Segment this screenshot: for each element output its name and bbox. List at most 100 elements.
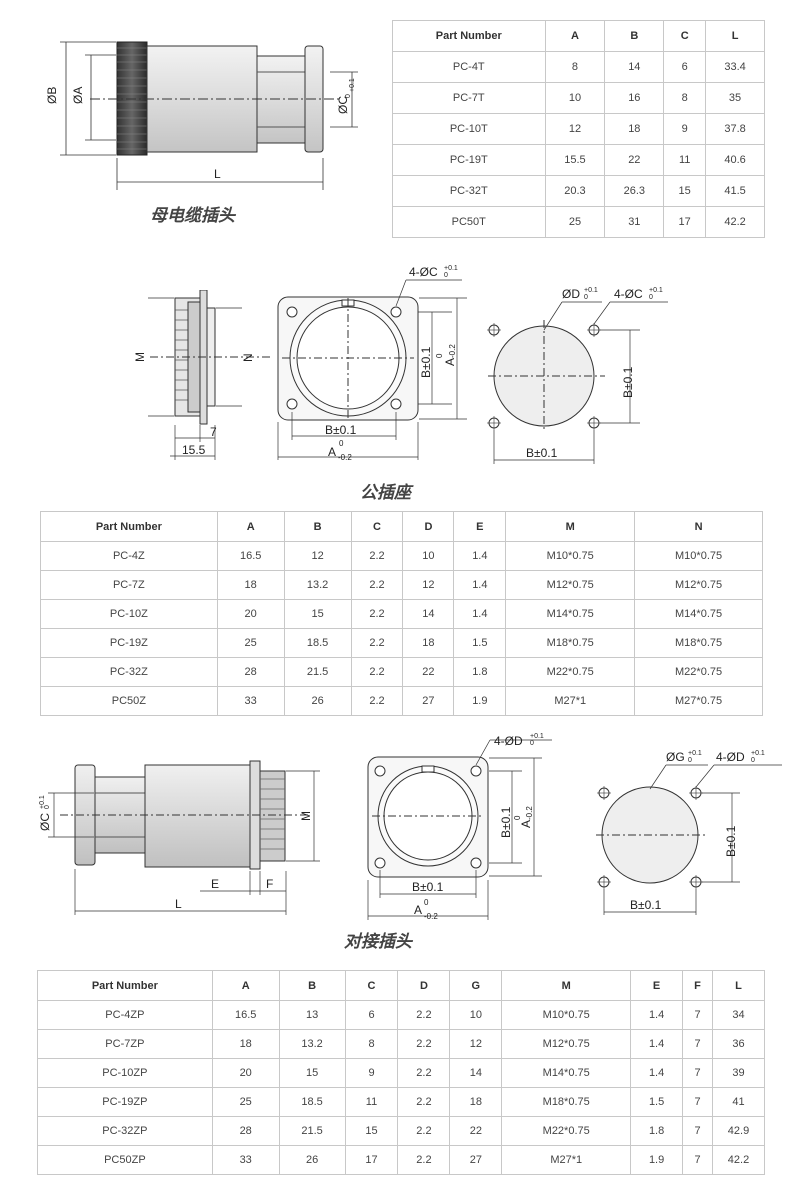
part-number-cell: PC-19ZP	[37, 1087, 213, 1117]
dim-mating-b-horizontal: B±0.1	[412, 880, 444, 894]
dim-m: M	[133, 352, 147, 362]
dim-mating-a-horizontal: A	[414, 903, 422, 917]
col-a: A	[211, 970, 280, 1001]
part-number-cell: PC-19T	[392, 144, 546, 176]
part-number-cell: PC-32ZP	[37, 1116, 213, 1146]
male-socket-panel-cutout: ØD +0.1 0 4-ØC +0.1 0 B±0.1 B±0.1	[487, 287, 668, 464]
mating-plug-side-view: ØC +0.1 0 M E F L	[38, 760, 320, 915]
table-cell: 21.5	[278, 1116, 346, 1146]
male-socket-caption: 公插座	[360, 483, 411, 503]
table-cell: M14*0.75	[505, 599, 636, 629]
dim-length: L	[214, 167, 221, 181]
table-cell: 17	[663, 206, 707, 238]
table-cell: 27	[402, 686, 455, 716]
table-cell: 18	[604, 113, 665, 145]
table-cell: 41	[712, 1087, 765, 1117]
table-cell: 34	[712, 1000, 765, 1030]
dim-a-horizontal: A	[328, 445, 336, 459]
table-cell: M22*0.75	[501, 1116, 632, 1146]
table-cell: 10	[449, 1000, 503, 1030]
table-cell: 1.4	[453, 541, 507, 571]
col-part-number: Part Number	[37, 970, 213, 1001]
dim-holes-d-tol: +0.1	[530, 733, 544, 740]
part-number-cell: PC-7ZP	[37, 1029, 213, 1059]
table-cell: 9	[344, 1058, 399, 1088]
dim-mating-c-sub: 0	[44, 805, 51, 809]
table-cell: 26	[278, 1145, 346, 1175]
table-cell: 22	[449, 1116, 503, 1146]
table-cell: 2.2	[397, 1000, 451, 1030]
table-cell: 12	[449, 1029, 503, 1059]
table-cell: 1.4	[630, 1000, 684, 1030]
table-cell: 35	[705, 82, 765, 114]
table-cell: 17	[344, 1145, 399, 1175]
col-b: B	[283, 511, 352, 542]
table-cell: 39	[712, 1058, 765, 1088]
table-cell: M14*0.75	[634, 599, 763, 629]
dim-7: 7	[210, 425, 217, 439]
dim-holes-d-sub: 0	[530, 740, 534, 747]
dim-panel-g-b-vertical: B±0.1	[724, 825, 738, 857]
part-number-cell: PC-10T	[392, 113, 546, 145]
dim-dia-c: ØC	[336, 96, 350, 114]
table-cell: 7	[682, 1116, 713, 1146]
col-m: M	[501, 970, 632, 1001]
table-cell: 36	[712, 1029, 765, 1059]
table-cell: 9	[663, 113, 707, 145]
table-cell: M12*0.75	[634, 570, 763, 600]
part-number-cell: PC50ZP	[37, 1145, 213, 1175]
dim-panel-b-vertical: B±0.1	[621, 366, 635, 398]
dim-a-vertical-sub: -0.2	[448, 344, 457, 358]
table-cell: 6	[663, 51, 707, 83]
table-cell: 12	[402, 570, 455, 600]
part-number-cell: PC-32T	[392, 175, 546, 207]
dim-dia-a: ØA	[71, 87, 85, 104]
table-cell: 18	[216, 570, 285, 600]
table-cell: 37.8	[705, 113, 765, 145]
dim-c-sub: 0	[345, 94, 352, 98]
dim-panel-holes-d: 4-ØD	[716, 750, 745, 764]
table-cell: 2.2	[350, 628, 404, 658]
dim-holes-c: 4-ØC	[409, 265, 438, 279]
table-cell: 1.4	[630, 1029, 684, 1059]
table-cell: M12*0.75	[501, 1029, 632, 1059]
table-cell: 8	[544, 51, 606, 83]
table-cell: 12	[544, 113, 606, 145]
table-cell: 14	[402, 599, 455, 629]
table-cell: 2.2	[350, 686, 404, 716]
table-cell: 28	[216, 657, 285, 687]
dim-holes-d: 4-ØD	[494, 734, 523, 748]
table-cell: 2.2	[350, 570, 404, 600]
part-number-cell: PC-4T	[392, 51, 546, 83]
col-c: C	[350, 511, 404, 542]
dim-d-dia: ØD	[562, 287, 580, 301]
table-cell: 13	[278, 1000, 346, 1030]
table-cell: M27*1	[505, 686, 636, 716]
dim-mating-e: E	[211, 877, 219, 891]
col-f: F	[682, 970, 713, 1001]
table-cell: 2.2	[397, 1058, 451, 1088]
table-cell: 15	[283, 599, 352, 629]
table-cell: 2.2	[397, 1116, 451, 1146]
table-cell: M18*0.75	[501, 1087, 632, 1117]
table-cell: 25	[211, 1087, 280, 1117]
col-c: C	[344, 970, 399, 1001]
table-cell: 21.5	[283, 657, 352, 687]
table-cell: M18*0.75	[634, 628, 763, 658]
part-number-cell: PC-7T	[392, 82, 546, 114]
table-cell: 26	[283, 686, 352, 716]
col-e: E	[630, 970, 684, 1001]
table-cell: 7	[682, 1145, 713, 1175]
